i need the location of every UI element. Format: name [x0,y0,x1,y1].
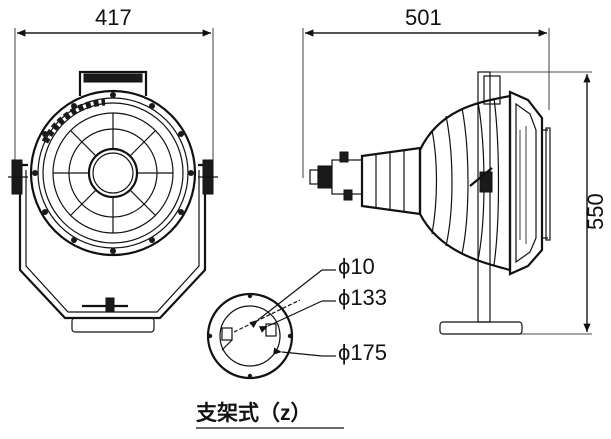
plate-diameter-label: ϕ175 [338,340,387,365]
front-width-label: 417 [95,5,132,30]
bracket-plate-detail [206,269,336,380]
front-width-dimension [14,28,214,180]
front-view: 417 [8,5,218,333]
side-depth-label: 501 [405,5,442,30]
mounting-type-caption: 支架式（z） [196,401,312,425]
bolt-circle-label: ϕ133 [338,285,387,310]
side-height-dimension [488,71,592,335]
side-height-label: 550 [583,193,608,230]
side-view: 501 550 [302,5,608,335]
side-depth-dimension [302,28,550,178]
hole-diameter-label: ϕ10 [338,254,375,279]
